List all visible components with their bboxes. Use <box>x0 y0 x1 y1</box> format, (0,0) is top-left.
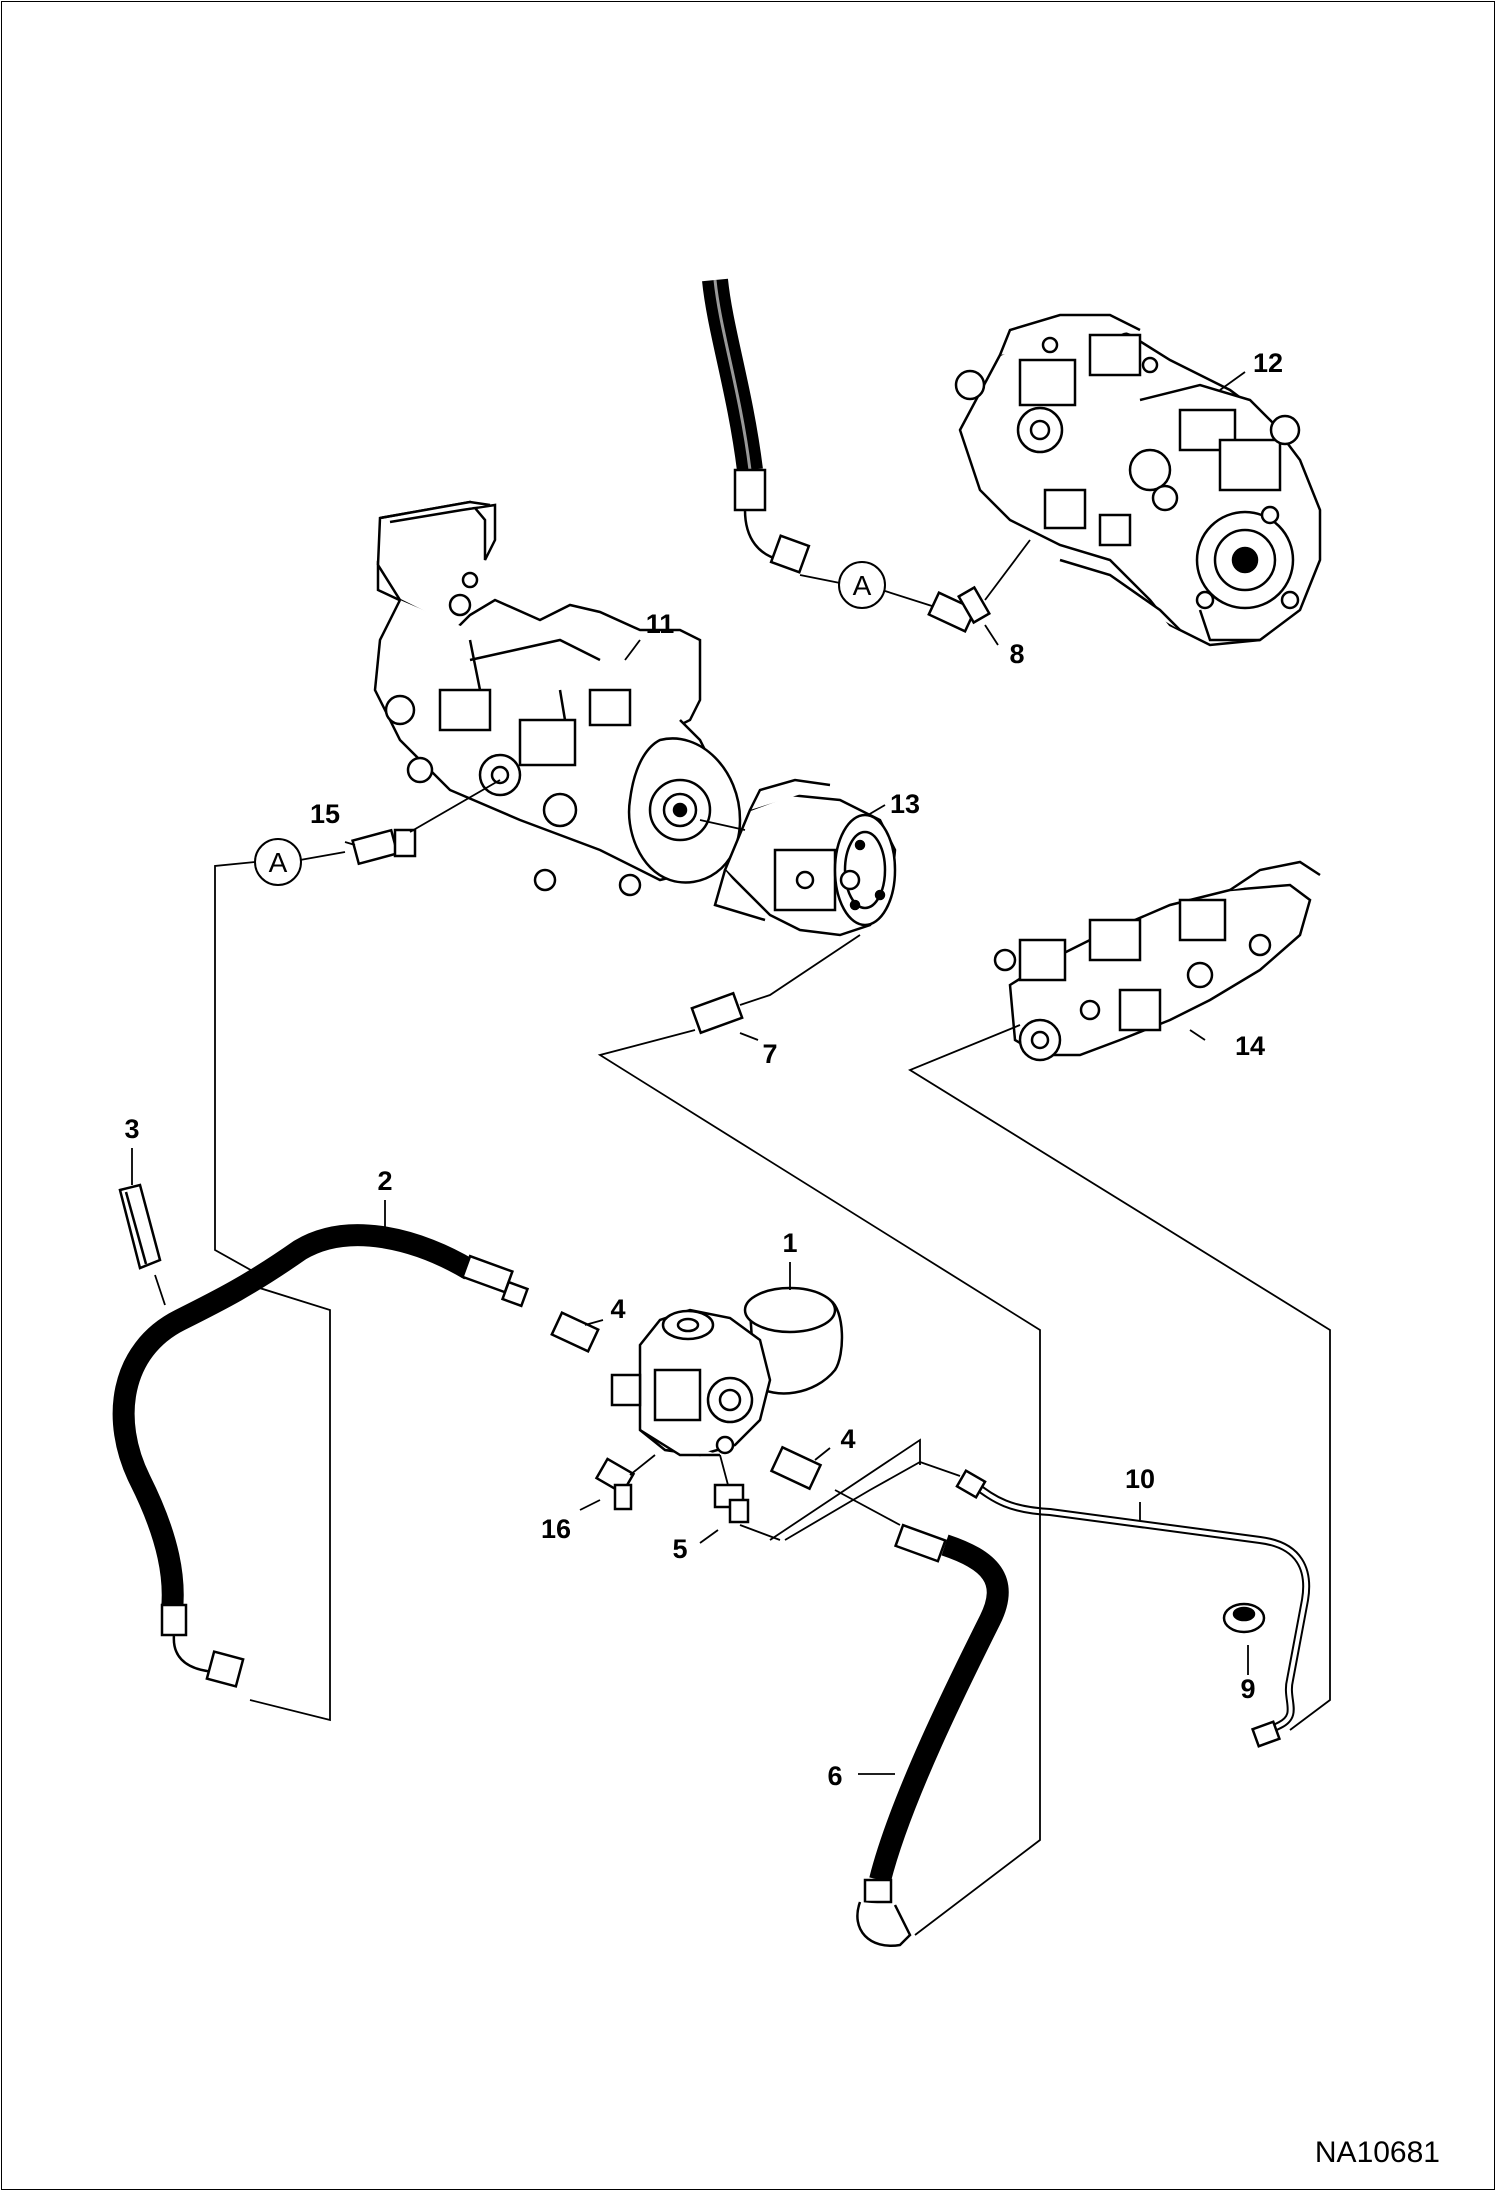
hose-6-fittings <box>856 1523 947 1948</box>
callout-13: 13 <box>890 789 920 819</box>
fitting-15 <box>351 828 417 866</box>
connector-tag-top: A <box>838 561 886 609</box>
callout-11: 11 <box>646 609 675 639</box>
callout-5: 5 <box>672 1534 687 1564</box>
leader-lines <box>131 371 1331 1936</box>
hose-2-fittings <box>160 1254 530 1688</box>
callout-1: 1 <box>782 1228 797 1258</box>
svg-text:A: A <box>853 570 872 601</box>
callout-7: 7 <box>762 1039 777 1069</box>
callout-9: 9 <box>1240 1674 1255 1704</box>
tube-10-fittings <box>955 1468 1282 1748</box>
valve-14-illustration <box>993 860 1321 1062</box>
svg-text:A: A <box>269 847 288 878</box>
callout-16: 16 <box>541 1514 571 1544</box>
fitting-7 <box>690 991 744 1035</box>
callout-3: 3 <box>124 1114 139 1144</box>
callout-4-upper: 4 <box>610 1294 625 1324</box>
callout-6: 6 <box>827 1761 842 1791</box>
fitting-5 <box>713 1483 750 1524</box>
fitting-16 <box>594 1457 636 1511</box>
callout-12: 12 <box>1253 348 1283 378</box>
callout-14: 14 <box>1235 1031 1265 1061</box>
callout-15: 15 <box>310 799 340 829</box>
hose-2 <box>112 1224 476 1612</box>
pump-1-illustration <box>610 1286 844 1457</box>
fitting-4-upper <box>550 1311 600 1353</box>
motor-13-illustration <box>713 778 897 937</box>
top-hose-end-fitting <box>733 468 811 574</box>
hose-6 <box>869 1534 1009 1883</box>
pump-11-illustration <box>373 500 742 897</box>
drawing-reference-code: NA10681 <box>1315 2136 1440 2169</box>
callout-4-lower: 4 <box>840 1424 855 1454</box>
fitting-8 <box>927 585 992 633</box>
grommet-9 <box>1222 1602 1266 1634</box>
connector-tag-left: A <box>254 838 302 886</box>
callout-8: 8 <box>1009 639 1024 669</box>
clamp-3 <box>118 1183 162 1270</box>
callout-2: 2 <box>377 1166 392 1196</box>
fitting-4-lower <box>769 1445 823 1491</box>
callout-10: 10 <box>1125 1464 1155 1494</box>
pump-12-illustration <box>954 313 1322 647</box>
